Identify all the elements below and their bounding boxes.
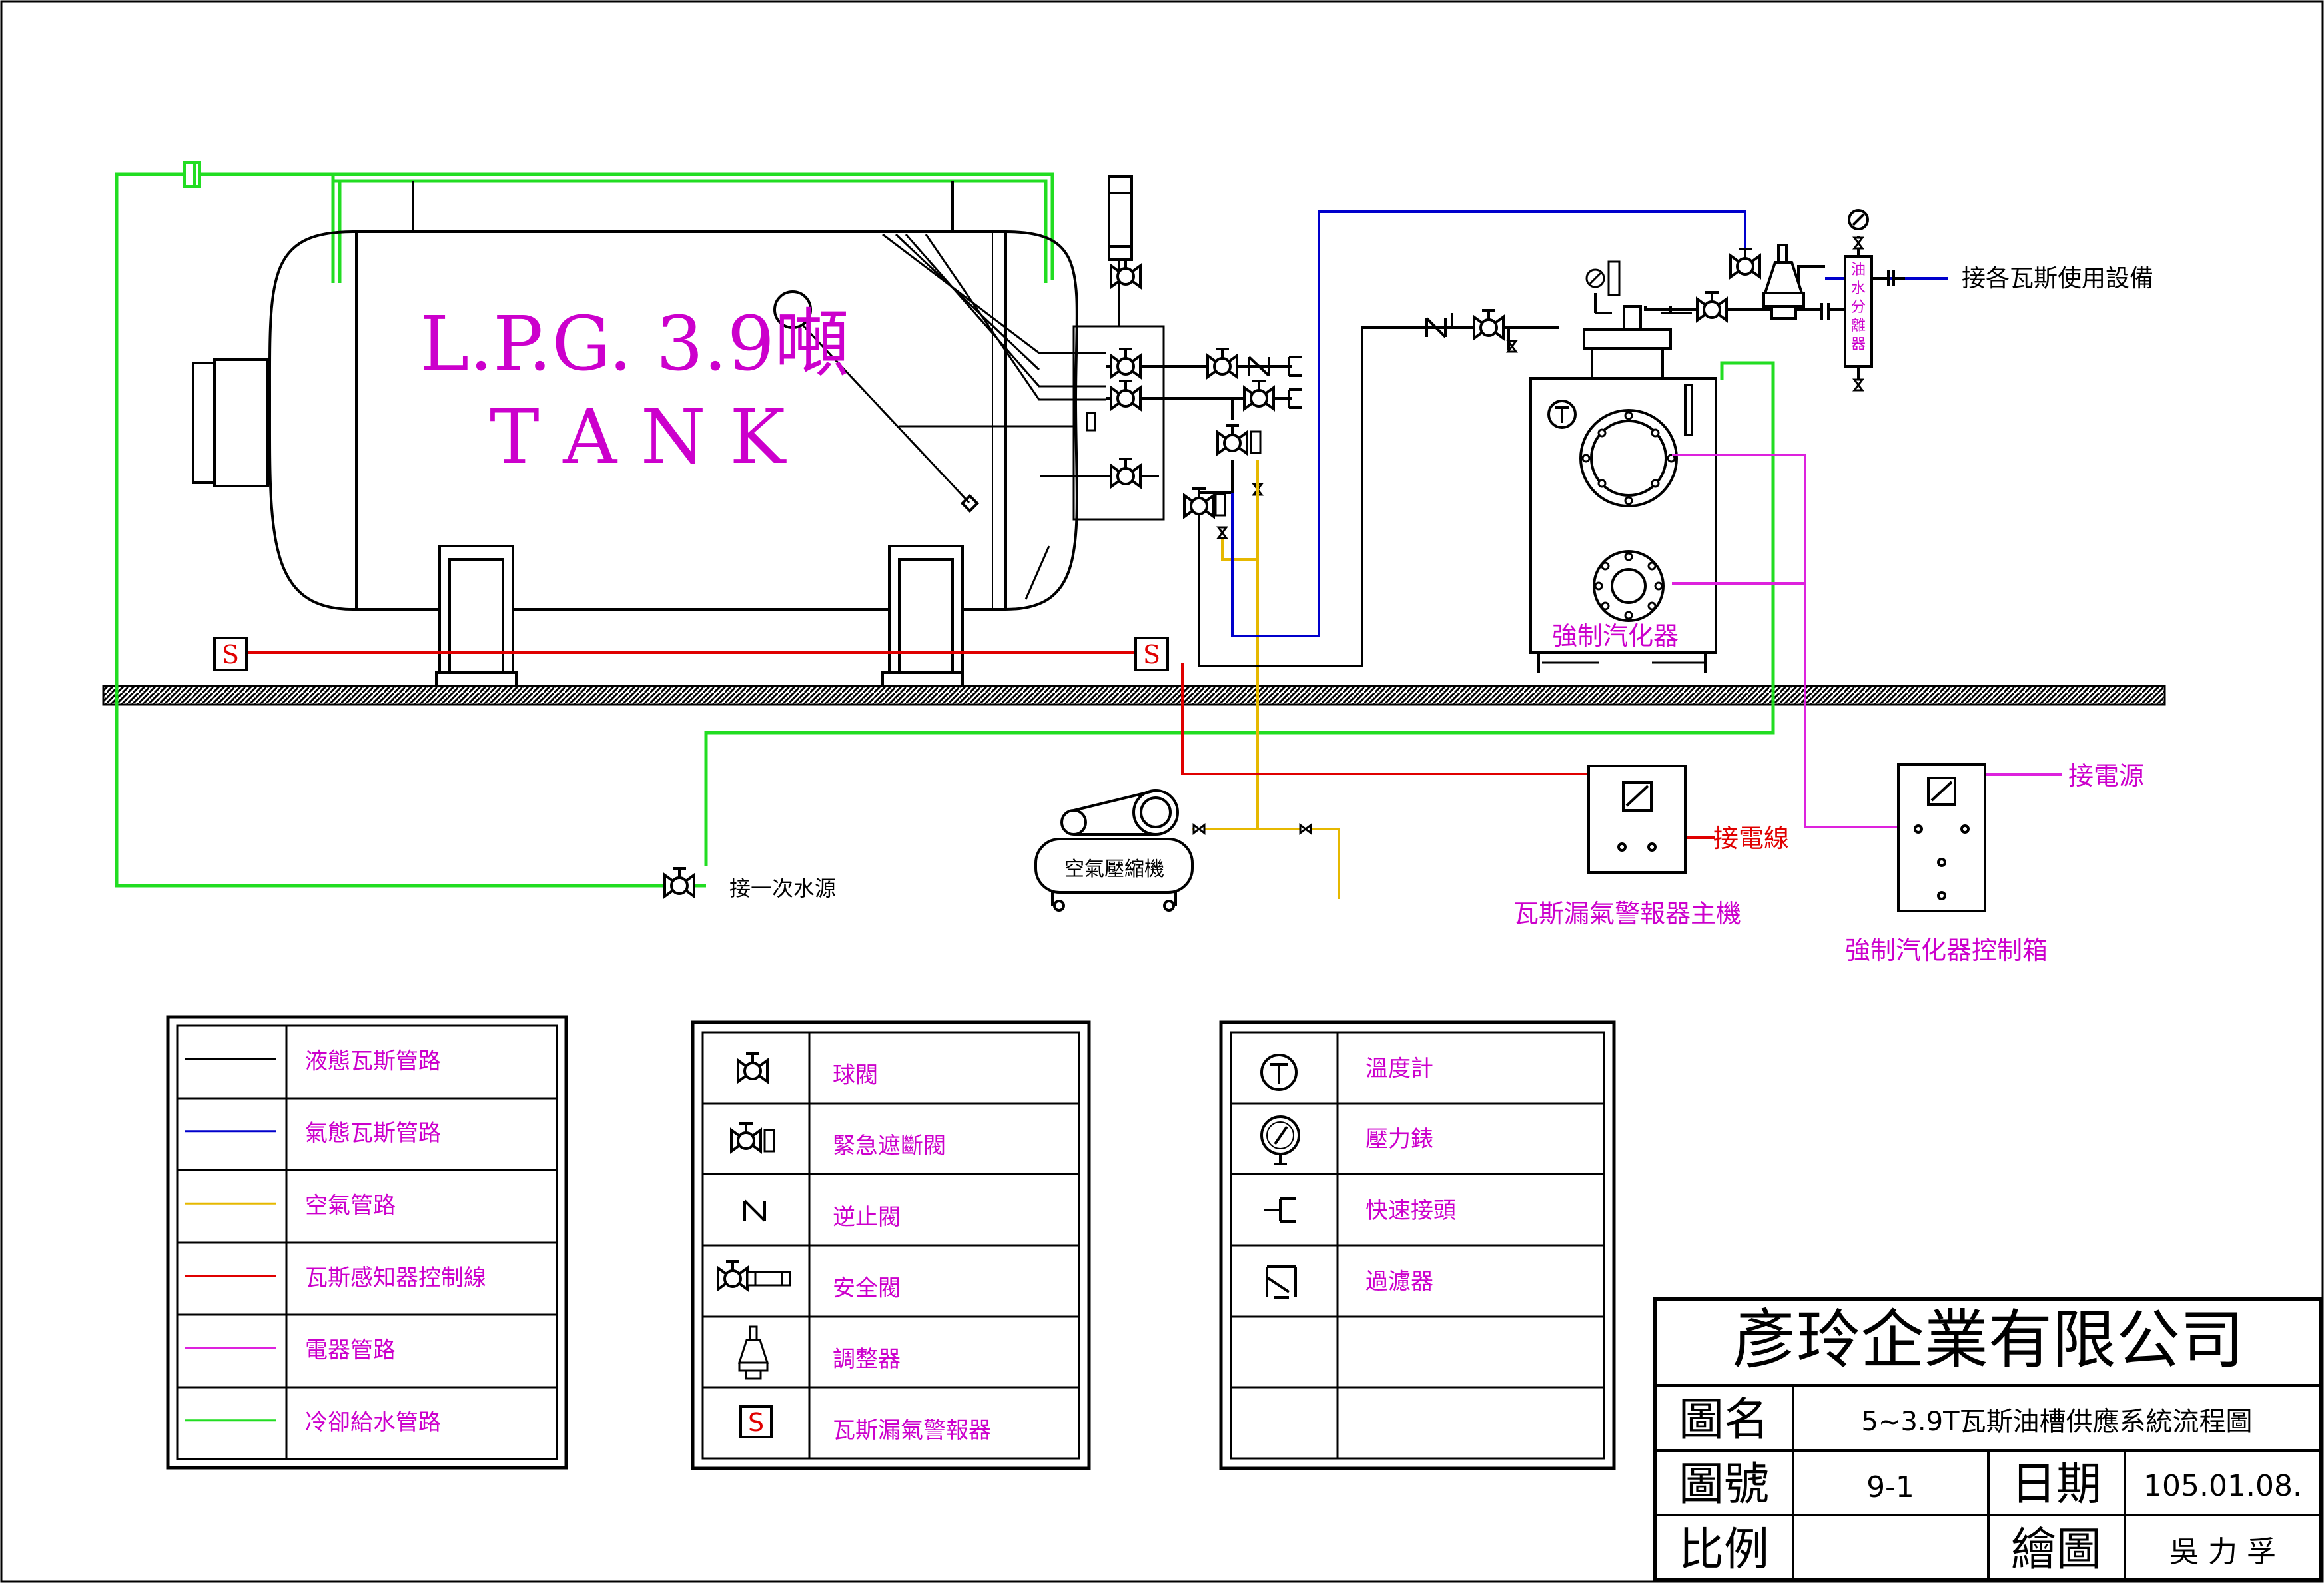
pressure-gauge-icon — [1260, 1115, 1300, 1165]
drawn-by-label: 繪圖 — [2011, 1524, 2102, 1576]
legend-line-label: 氣態瓦斯管路 — [305, 1120, 441, 1147]
legend-instrument-label: 壓力錶 — [1365, 1126, 1433, 1153]
scale-label: 比例 — [1679, 1524, 1769, 1576]
legend-line-label: 液態瓦斯管路 — [305, 1048, 441, 1074]
legend-line-label: 空氣管路 — [305, 1192, 396, 1219]
drawn-by-value: 吳 力 孚 — [2169, 1535, 2276, 1569]
legend-valve-label: 逆止閥 — [833, 1204, 901, 1231]
legend-instrument-label: 快速接頭 — [1365, 1197, 1456, 1224]
cooling-water-lines — [115, 172, 1775, 888]
air-compressor-label: 空氣壓縮機 — [1064, 858, 1164, 881]
primary-water-label: 接一次水源 — [729, 876, 836, 901]
date-value: 105.01.08. — [2143, 1469, 2302, 1503]
gas-sensor-left — [213, 637, 248, 671]
vaporizer-label: 強制汽化器 — [1552, 621, 1679, 651]
electric-lines — [1672, 454, 2062, 828]
drawing-number-value: 9-1 — [1866, 1470, 1914, 1504]
legend-valve-label: 球閥 — [833, 1062, 878, 1088]
legend-line-label: 冷卻給水管路 — [305, 1409, 441, 1436]
power-line-label: 接電線 — [1713, 824, 1789, 853]
ground-hatch — [102, 685, 2166, 706]
thermometer-icon — [1260, 1054, 1298, 1091]
tank-title: L.P.G. 3.9噸 — [420, 301, 849, 388]
lpg-tank — [192, 181, 1106, 611]
title-block — [1653, 1297, 2323, 1582]
drawing-number-label: 圖號 — [1679, 1458, 1769, 1511]
gas-sensor-right — [1134, 637, 1169, 671]
gas-alarm-icon-letter: S — [748, 1408, 764, 1437]
tank-supports — [435, 545, 964, 687]
alarm-main-label: 瓦斯漏氣警報器主機 — [1513, 899, 1741, 928]
date-label: 日期 — [2011, 1458, 2102, 1511]
regulator-icon — [737, 1325, 769, 1380]
drawing-name-value: 5~3.9T瓦斯油槽供應系統流程圖 — [1861, 1407, 2252, 1437]
safety-valve-icon — [717, 1260, 791, 1291]
legend-valve-label: 調整器 — [833, 1346, 901, 1373]
air-lines — [1192, 460, 1340, 899]
legend-valve-label: 安全閥 — [833, 1275, 901, 1301]
gas-alarm-icon: S — [739, 1405, 773, 1438]
legend-valve-label: 瓦斯漏氣警報器 — [833, 1417, 991, 1444]
separator-label: 油水分離器 — [1851, 262, 1866, 353]
regulator — [1762, 244, 1845, 320]
legend-instrument-label: 過濾器 — [1365, 1268, 1433, 1295]
filter-icon — [1266, 1265, 1297, 1299]
sensor-lines — [246, 651, 1715, 839]
check-valve-icon — [743, 1199, 766, 1222]
ball-valve-icon — [737, 1052, 769, 1083]
tank-manifold — [1072, 175, 1292, 521]
emergency-shutoff-valve-icon — [730, 1122, 775, 1153]
oil-water-separator — [1844, 209, 1905, 385]
legend-valve-label: 緊急遮斷閥 — [833, 1133, 946, 1159]
quick-coupling-icon — [1264, 1197, 1296, 1223]
legend-line-label: 電器管路 — [305, 1337, 396, 1363]
air-compressor — [1034, 789, 1194, 912]
gas-sensor-left-label: S — [222, 640, 239, 669]
gas-alarm-main-unit — [1587, 765, 1687, 874]
legend-line-label: 瓦斯感知器控制線 — [305, 1265, 486, 1291]
tank-subtitle: T A N K — [490, 394, 787, 481]
gas-sensor-right-label: S — [1143, 640, 1160, 669]
company-name: 彥玲企業有限公司 — [1733, 1303, 2244, 1377]
vaporizer-control-label: 強制汽化器控制箱 — [1845, 936, 2048, 965]
drawing-name-label: 圖名 — [1679, 1394, 1769, 1446]
power-source-label: 接電源 — [2068, 761, 2144, 791]
vaporizer-control-box — [1897, 763, 1986, 912]
legend-instrument-label: 溫度計 — [1365, 1055, 1433, 1082]
gas-equipment-label: 接各瓦斯使用設備 — [1962, 265, 2153, 292]
